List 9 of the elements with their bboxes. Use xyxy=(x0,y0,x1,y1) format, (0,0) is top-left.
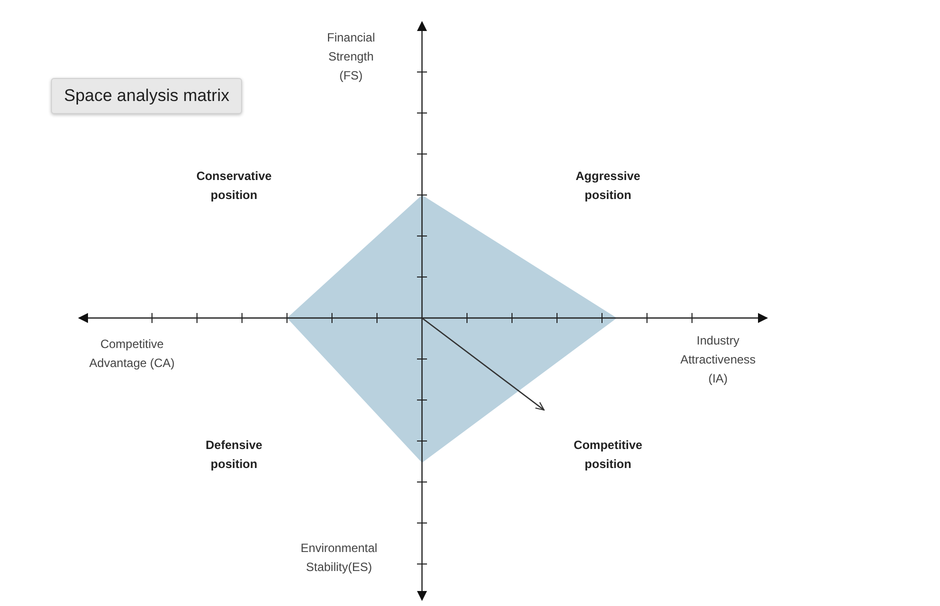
axis-label: Environmental Stability(ES) xyxy=(300,540,378,576)
quadrant-label: Aggressive position xyxy=(574,168,642,204)
quadrant-label: Conservative position xyxy=(195,168,273,204)
quadrant-label: Defensive position xyxy=(204,437,264,473)
axis-label: Competitive Advantage (CA) xyxy=(88,336,176,372)
axis-label: Financial Strength (FS) xyxy=(326,30,376,84)
quadrant-label: Competitive position xyxy=(572,437,644,473)
title-badge: Space analysis matrix xyxy=(51,78,242,114)
axis-label: Industry Attractiveness (IA) xyxy=(679,332,757,388)
